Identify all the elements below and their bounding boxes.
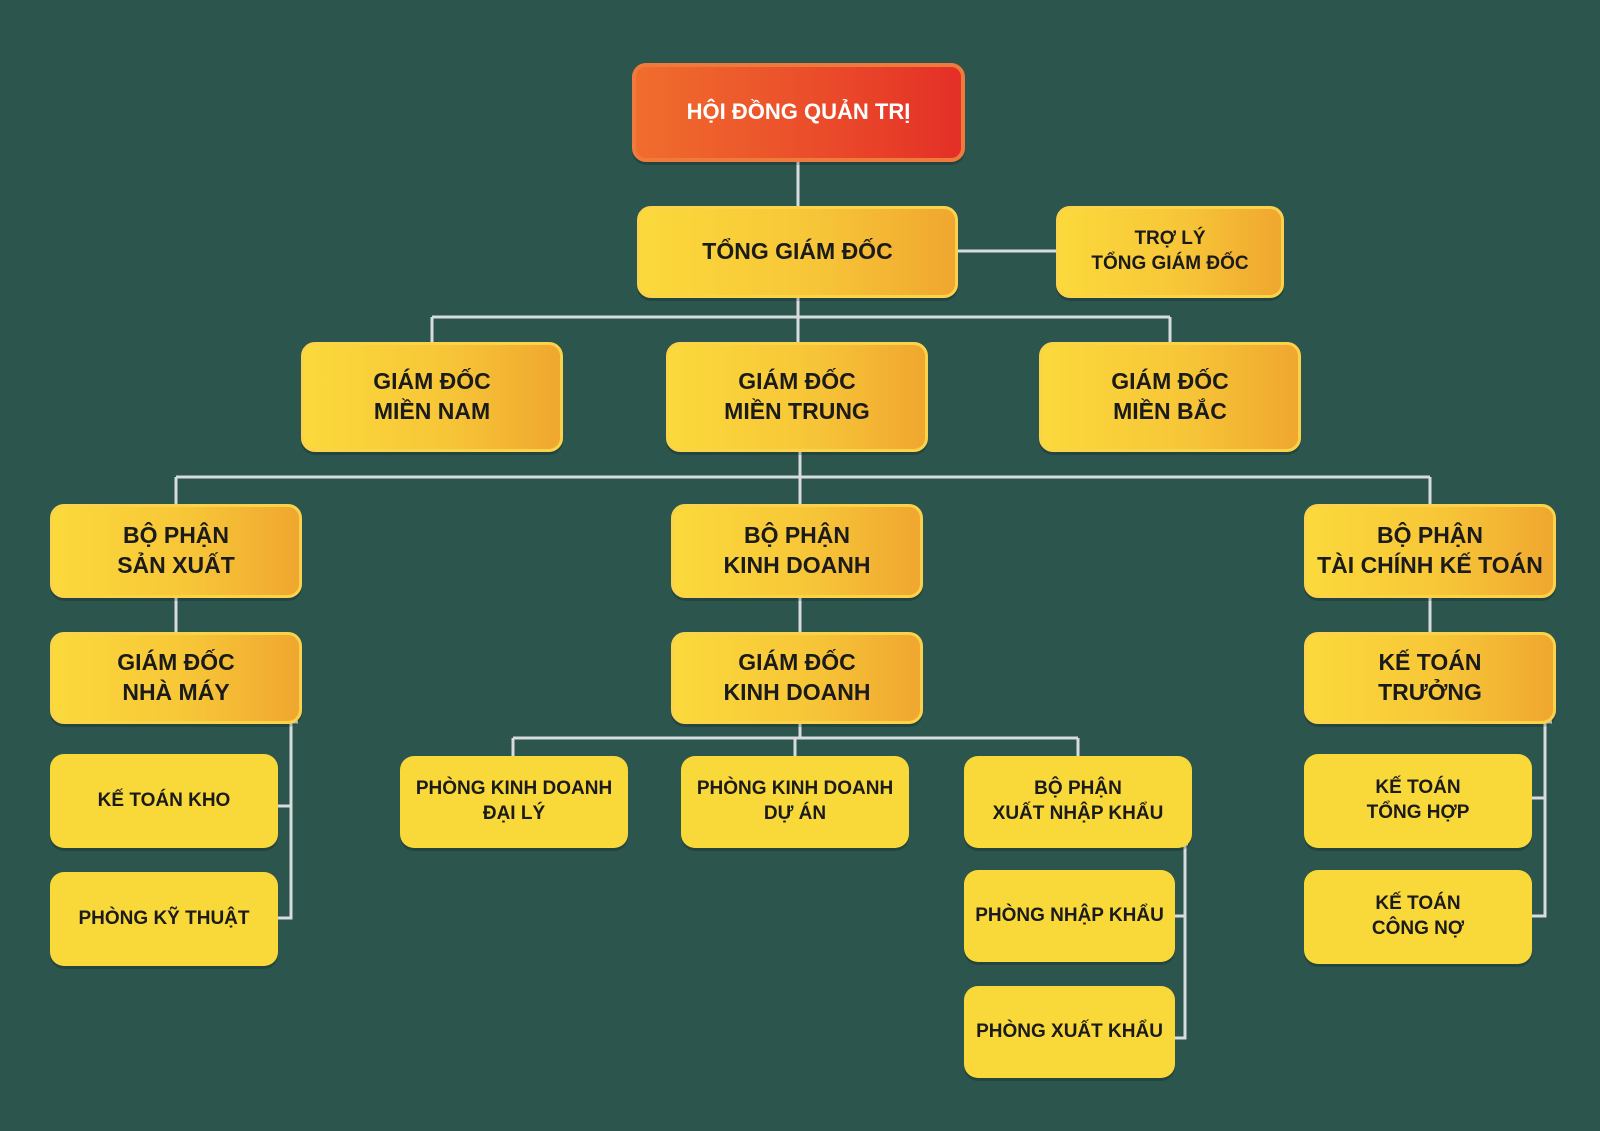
general-accounting-line-2: TỔNG HỢP	[1366, 802, 1470, 823]
technical-dept-box: PHÒNG KỸ THUẬT	[50, 872, 278, 966]
agency-sales-line-1: PHÒNG KINH DOANH	[415, 778, 613, 800]
ceo-label: TỔNG GIÁM ĐỐC	[702, 238, 893, 265]
finance-dept-line-2: TÀI CHÍNH KẾ TOÁN	[1317, 552, 1543, 578]
receivables-accounting-line-1: KẾ TOÁN	[1375, 893, 1461, 915]
warehouse-accounting-label: KẾ TOÁN KHO	[97, 789, 231, 811]
export-office-box: PHÒNG XUẤT KHẨU	[964, 986, 1175, 1078]
import-export-dept-line-2: XUẤT NHẬP KHẨU	[992, 803, 1164, 824]
import-export-dept-line-1: BỘ PHẬN	[1034, 778, 1122, 800]
ceo-box: TỔNG GIÁM ĐỐC	[637, 206, 958, 298]
production-dept-line-1: BỘ PHẬN	[122, 522, 230, 549]
director-central-line-1: GIÁM ĐỐC	[738, 368, 856, 395]
general-accounting-line-1: KẾ TOÁN	[1375, 777, 1461, 799]
director-central-line-2: MIỀN TRUNG	[724, 398, 870, 424]
chief-accountant-line-1: KẾ TOÁN	[1378, 649, 1482, 676]
director-north-box: GIÁM ĐỐC MIỀN BẮC	[1039, 342, 1301, 452]
project-sales-line-2: DỰ ÁN	[763, 803, 827, 824]
board-label: HỘI ĐỒNG QUẢN TRỊ	[686, 99, 911, 125]
general-accounting-box: KẾ TOÁN TỔNG HỢP	[1304, 754, 1532, 848]
production-dept-line-2: SẢN XUẤT	[117, 552, 235, 578]
director-south-box: GIÁM ĐỐC MIỀN NAM	[301, 342, 563, 452]
receivables-accounting-line-2: CÔNG NỢ	[1371, 918, 1465, 939]
agency-sales-box: PHÒNG KINH DOANH ĐẠI LÝ	[400, 756, 628, 848]
director-north-line-1: GIÁM ĐỐC	[1111, 368, 1229, 395]
project-sales-line-1: PHÒNG KINH DOANH	[696, 778, 894, 800]
project-sales-box: PHÒNG KINH DOANH DỰ ÁN	[681, 756, 909, 848]
export-office-label: PHÒNG XUẤT KHẨU	[976, 1020, 1163, 1042]
ceo-assistant-line-1: TRỢ LÝ	[1134, 228, 1206, 250]
warehouse-accounting-box: KẾ TOÁN KHO	[50, 754, 278, 848]
director-north-line-2: MIỀN BẮC	[1113, 398, 1227, 424]
import-office-label: PHÒNG NHẬP KHẨU	[975, 904, 1164, 926]
business-dept-box: BỘ PHẬN KINH DOANH	[671, 504, 923, 598]
finance-dept-box: BỘ PHẬN TÀI CHÍNH KẾ TOÁN	[1304, 504, 1556, 598]
ceo-assistant-box: TRỢ LÝ TỔNG GIÁM ĐỐC	[1056, 206, 1284, 298]
factory-director-line-2: NHÀ MÁY	[122, 679, 230, 705]
chief-accountant-box: KẾ TOÁN TRƯỞNG	[1304, 632, 1556, 724]
agency-sales-line-2: ĐẠI LÝ	[482, 803, 546, 824]
director-central-box: GIÁM ĐỐC MIỀN TRUNG	[666, 342, 928, 452]
factory-director-line-1: GIÁM ĐỐC	[117, 649, 235, 676]
connector-regions-depts	[174, 452, 1432, 504]
factory-director-box: GIÁM ĐỐC NHÀ MÁY	[50, 632, 302, 724]
chief-accountant-line-2: TRƯỞNG	[1378, 679, 1482, 705]
business-dept-line-2: KINH DOANH	[723, 552, 871, 578]
receivables-accounting-box: KẾ TOÁN CÔNG NỢ	[1304, 870, 1532, 964]
finance-dept-line-1: BỘ PHẬN	[1376, 522, 1484, 549]
import-export-dept-box: BỘ PHẬN XUẤT NHẬP KHẨU	[964, 756, 1192, 848]
business-dept-line-1: BỘ PHẬN	[743, 522, 851, 549]
business-director-line-1: GIÁM ĐỐC	[738, 649, 856, 676]
production-dept-box: BỘ PHẬN SẢN XUẤT	[50, 504, 302, 598]
board-box: HỘI ĐỒNG QUẢN TRỊ	[632, 63, 965, 162]
business-director-line-2: KINH DOANH	[723, 679, 871, 705]
director-south-line-1: GIÁM ĐỐC	[373, 368, 491, 395]
director-south-line-2: MIỀN NAM	[373, 398, 491, 424]
ceo-assistant-line-2: TỔNG GIÁM ĐỐC	[1091, 253, 1249, 274]
connector-import-export	[1175, 842, 1188, 1040]
connector-business	[511, 598, 1080, 756]
business-director-box: GIÁM ĐỐC KINH DOANH	[671, 632, 923, 724]
technical-dept-label: PHÒNG KỸ THUẬT	[78, 907, 250, 929]
connector-ceo-regions	[430, 298, 1172, 342]
import-office-box: PHÒNG NHẬP KHẨU	[964, 870, 1175, 962]
